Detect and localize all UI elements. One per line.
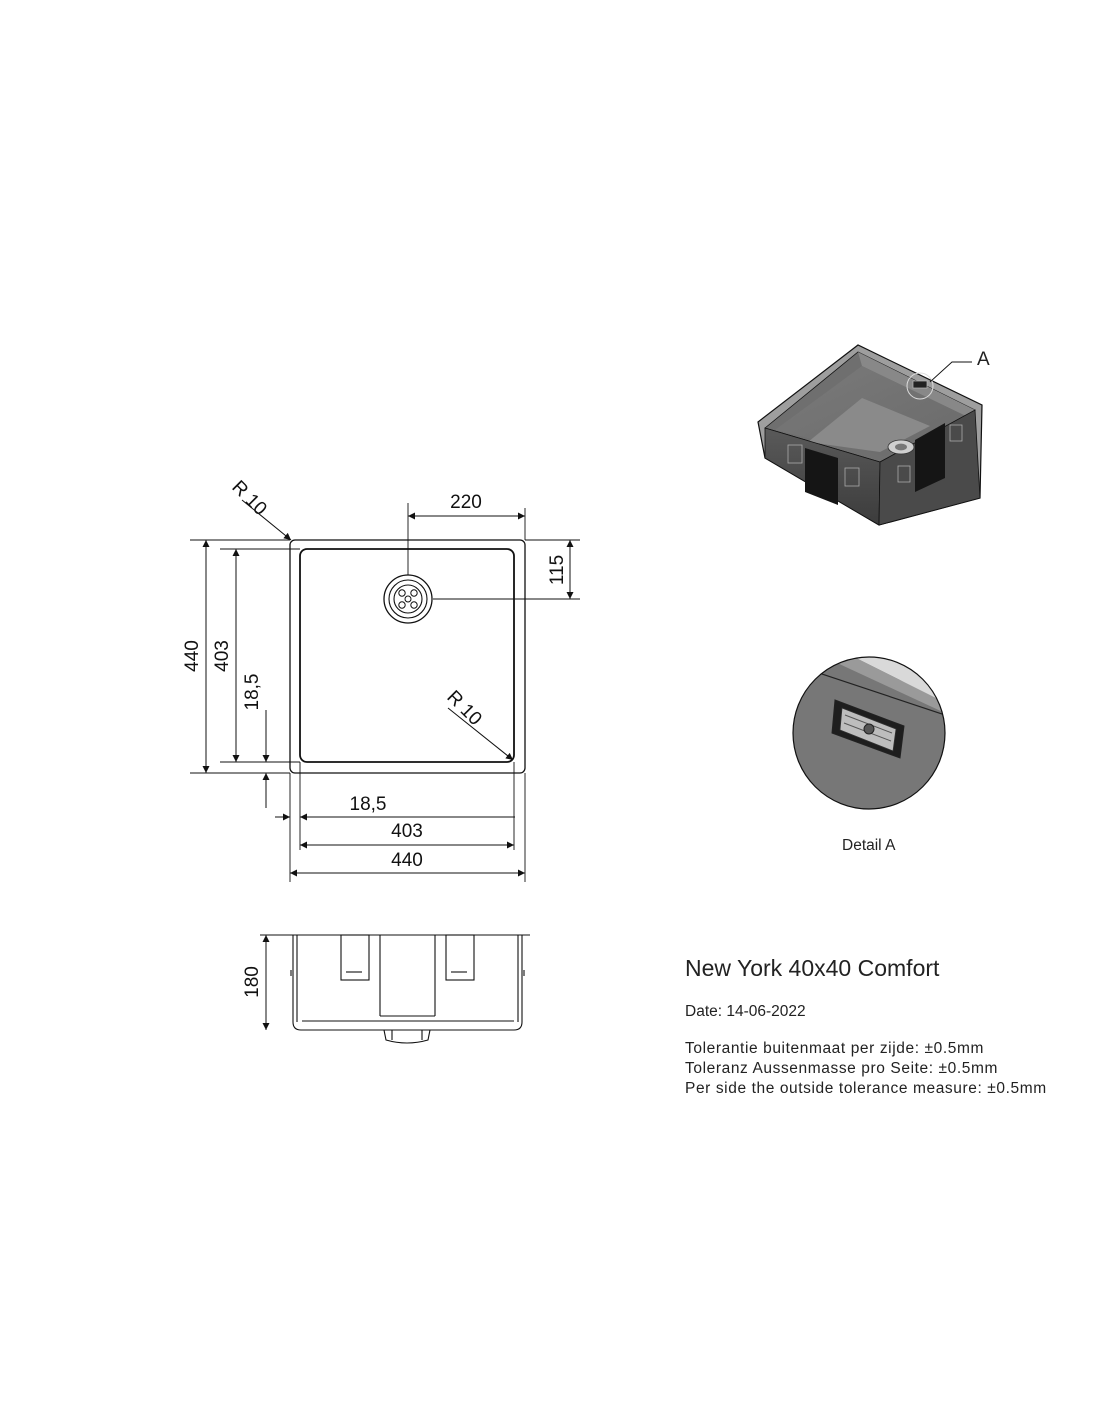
drain-symbol: [383, 574, 433, 624]
dimension-lines: [202, 499, 574, 1030]
dim-depth: 180: [242, 966, 263, 998]
dim-outer-height: 440: [182, 640, 203, 672]
dim-inner-height: 403: [212, 640, 233, 672]
tolerance-nl: Tolerantie buitenmaat per zijde: ±0.5mm: [685, 1040, 984, 1057]
detail-a-view: [792, 656, 946, 810]
dim-drain-x: 220: [450, 492, 482, 513]
dimension-labels: 220 115 440 403 18,5 18,5 403 440 R 10 R…: [182, 477, 568, 998]
sink-inner-basin: [299, 548, 515, 763]
side-view: [260, 934, 530, 1044]
dim-inner-width: 403: [391, 821, 423, 842]
dim-rim-vertical: 18,5: [242, 674, 263, 711]
detail-caption: Detail A: [842, 837, 896, 854]
dim-outer-width: 440: [391, 850, 423, 871]
dim-radius-outer: R 10: [227, 477, 270, 520]
dim-rim-horizontal: 18,5: [350, 794, 387, 815]
drawing-date: Date: 14-06-2022: [685, 1003, 806, 1020]
overflow-icon: [912, 380, 928, 389]
top-view: [289, 503, 580, 774]
dim-drain-y: 115: [547, 555, 568, 585]
product-title: New York 40x40 Comfort: [685, 955, 940, 981]
tolerance-en: Per side the outside tolerance measure: …: [685, 1080, 1047, 1097]
callout-label-a: A: [977, 349, 990, 370]
sink-outer-outline: [289, 539, 526, 774]
isometric-view: [757, 344, 983, 526]
tolerance-de: Toleranz Aussenmasse pro Seite: ±0.5mm: [685, 1060, 999, 1077]
